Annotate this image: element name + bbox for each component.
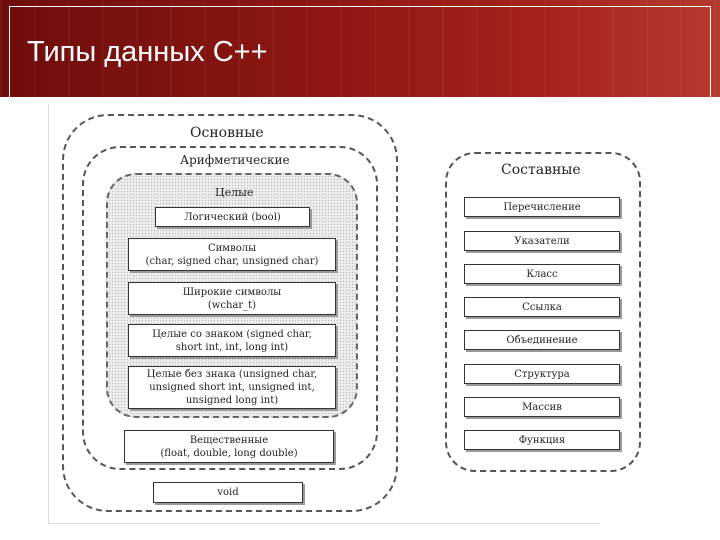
integer-type-box: Целые без знака (unsigned char, unsigned… (128, 366, 336, 409)
compound-type-box: Структура (464, 364, 620, 384)
title-banner (0, 0, 720, 97)
arithmetic-types-group (82, 146, 378, 470)
void-type-box: void (153, 482, 303, 503)
box-text-line: Объединение (506, 334, 578, 346)
box-text-line: Символы (207, 242, 257, 254)
box-text-line: Целые без знака (unsigned char, (146, 369, 318, 380)
box-text-line: Логический (bool) (184, 211, 281, 223)
box-text-line: Указатели (514, 235, 570, 247)
box-text-line: Класс (526, 268, 558, 280)
box-text-line: (wchar_t) (207, 299, 257, 311)
compound-type-box: Функция (464, 430, 620, 450)
integer-types-label: Целые (215, 186, 254, 199)
box-text-line: Функция (518, 434, 566, 446)
box-text-line: void (217, 487, 239, 498)
image-edge-bottom (48, 523, 600, 524)
compound-type-box: Класс (464, 264, 620, 284)
compound-type-box: Объединение (464, 330, 620, 350)
slide-title: Типы данных С++ (27, 36, 268, 68)
compound-type-box: Ссылка (464, 297, 620, 317)
box-text-line: unsigned short int, unsigned int, (149, 382, 315, 393)
box-text-line: (float, double, long double) (160, 447, 298, 459)
box-text-line: Ссылка (522, 301, 562, 313)
compound-type-box: Указатели (464, 231, 620, 251)
compound-types-label: Составные (499, 162, 583, 178)
box-text-line: Широкие символы (182, 286, 282, 298)
box-text-line: unsigned long int) (185, 395, 279, 406)
compound-type-box: Перечисление (464, 197, 620, 217)
box-text-line: Структура (514, 368, 570, 380)
box-text-line: Вещественные (189, 434, 269, 446)
box-text-line: Перечисление (503, 201, 581, 213)
banner-frame-top (9, 6, 711, 7)
arithmetic-types-label: Арифметические (178, 153, 292, 167)
basic-types-label: Основные (188, 125, 266, 141)
image-edge-left (48, 104, 49, 524)
box-text-line: Массив (522, 401, 562, 413)
integer-type-box: Целые со знаком (signed char, short int,… (128, 324, 336, 357)
basic-types-group (62, 114, 398, 512)
compound-types-group (445, 152, 641, 472)
integer-type-box: Логический (bool) (155, 207, 310, 227)
banner-frame-right (710, 6, 711, 97)
integer-type-box: Символы (char, signed char, unsigned cha… (128, 238, 336, 271)
real-types-box: Вещественные (float, double, long double… (124, 430, 334, 463)
integer-type-box: Широкие символы (wchar_t) (128, 282, 336, 315)
box-text-line: Целые со знаком (signed char, (152, 328, 312, 340)
box-text-line: short int, int, long int) (175, 341, 289, 353)
compound-type-box: Массив (464, 397, 620, 417)
box-text-line: (char, signed char, unsigned char) (145, 255, 319, 267)
banner-frame-left (9, 6, 10, 97)
